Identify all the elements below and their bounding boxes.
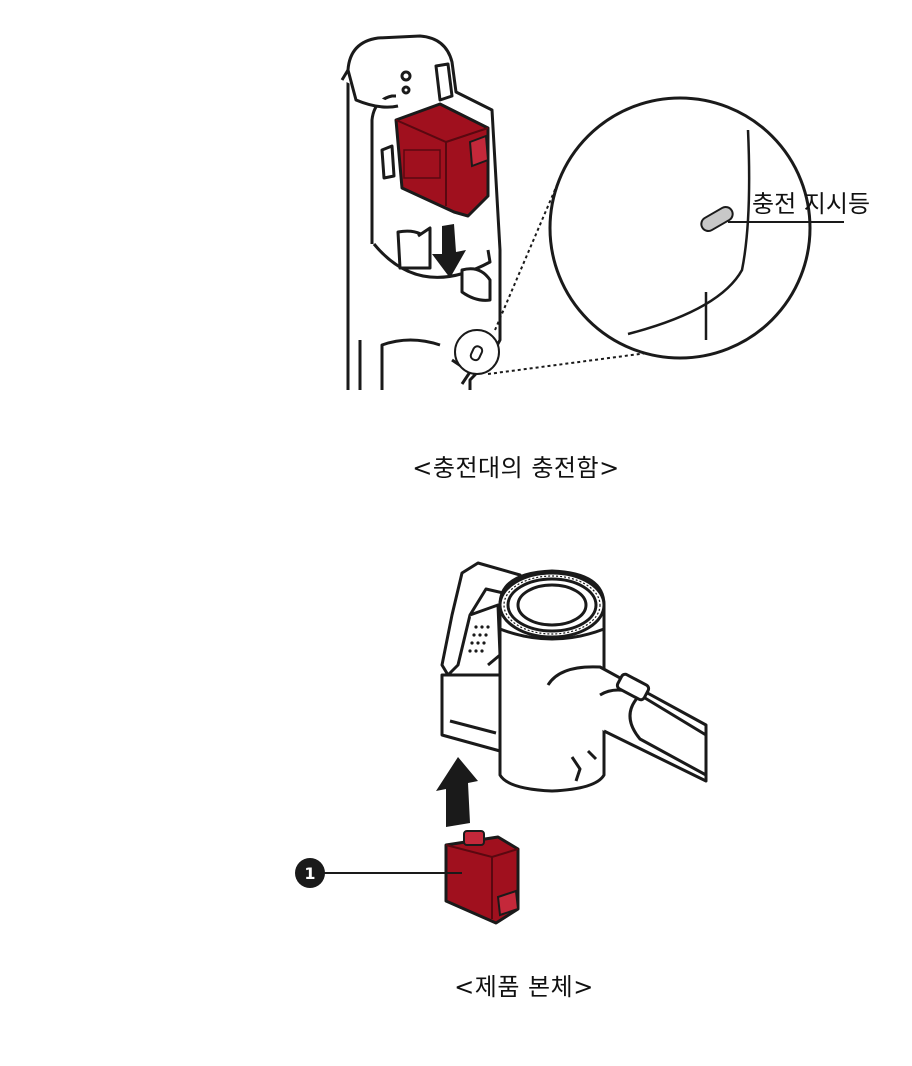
charge-indicator-label: 충전 지시등 xyxy=(752,190,870,218)
vacuum-top-vent xyxy=(503,575,601,635)
charging-stand-figure: 충전 지시등 xyxy=(0,0,912,400)
battery-pack xyxy=(444,830,520,925)
insert-up-arrow xyxy=(436,757,478,827)
indicator-small-circle xyxy=(454,329,500,375)
charge-indicator-light xyxy=(700,206,734,232)
charging-stand-illustration: 충전 지시등 xyxy=(340,34,870,390)
handle-vent-dots xyxy=(468,625,490,653)
marker-circle xyxy=(295,858,325,888)
charging-stand-caption: <충전대의 충전함> xyxy=(412,454,620,482)
marker-number: 1 xyxy=(304,864,315,883)
magnified-detail-circle xyxy=(548,96,812,360)
battery-pack xyxy=(394,102,490,218)
product-body-illustration: 1 xyxy=(295,561,708,925)
vacuum-body xyxy=(440,561,708,793)
product-body-caption: <제품 본체> xyxy=(454,973,594,1001)
insert-down-arrow xyxy=(432,224,466,278)
product-body-figure: 1 xyxy=(0,545,912,945)
